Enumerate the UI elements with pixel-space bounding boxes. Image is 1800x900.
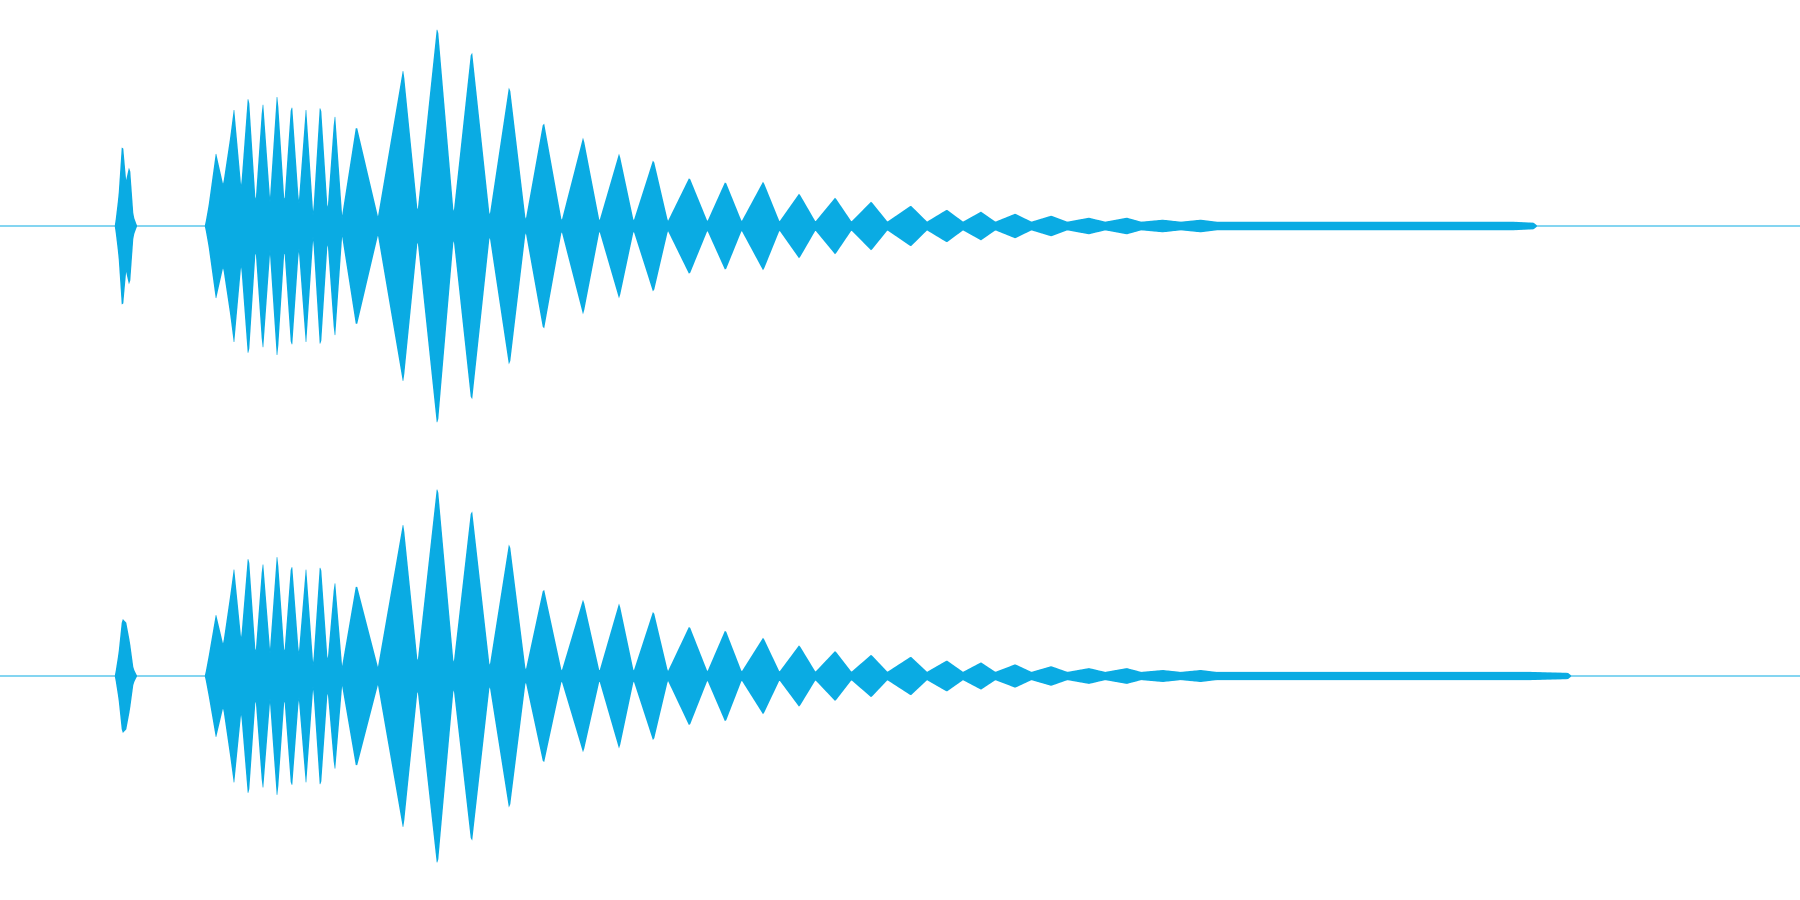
channel-1-waveform bbox=[0, 29, 1800, 423]
channel-2-waveform bbox=[0, 489, 1800, 863]
channel-1-envelope bbox=[0, 29, 1800, 423]
channel-2-envelope bbox=[0, 489, 1800, 863]
channel-group bbox=[0, 29, 1800, 863]
